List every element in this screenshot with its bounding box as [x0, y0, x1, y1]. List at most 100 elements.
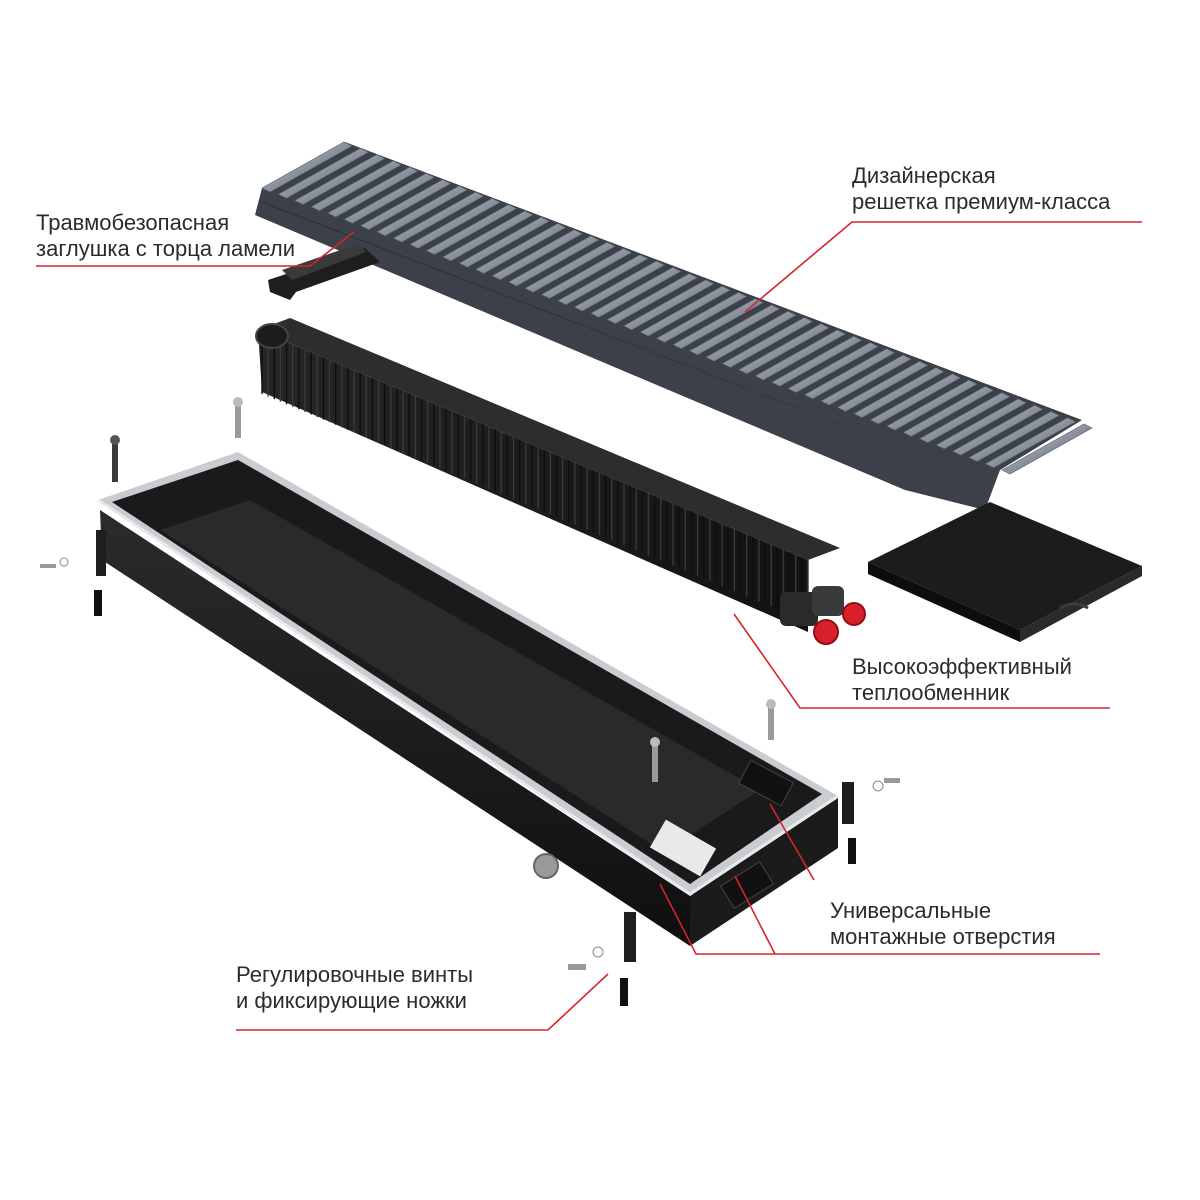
grille-slat	[836, 360, 929, 412]
grille-slat	[277, 147, 370, 199]
callout-screws: Регулировочные винты и фиксирующие ножки	[236, 962, 473, 1014]
grille-slat	[491, 229, 583, 281]
grille-slat	[458, 216, 550, 268]
callout-end-cap-line2: заглушка с торца ламели	[36, 236, 295, 261]
valve-connectors	[780, 586, 866, 645]
callout-grille-line2: решетка премиум-класса	[852, 189, 1111, 214]
grille-slat	[853, 367, 945, 418]
grille-slat	[771, 335, 863, 387]
grille-slat	[409, 198, 501, 249]
red-valve-cap-icon	[842, 602, 866, 626]
callout-heat-exchanger-line1: Высокоэффективный	[852, 654, 1072, 679]
grille-slat	[919, 392, 1011, 444]
screw-icon	[766, 699, 776, 740]
grille-slat	[294, 154, 386, 205]
leader-lines	[36, 221, 1142, 1031]
fixing-foot-icon	[568, 912, 636, 1006]
grille-slat	[360, 179, 452, 230]
grille-slat	[623, 279, 715, 331]
grille-slat	[524, 241, 616, 293]
leader-line-mounting-holes-branch	[734, 875, 776, 955]
grille-slat	[968, 411, 1060, 462]
callout-grille: Дизайнерская решетка премиум-класса	[852, 163, 1110, 215]
adjusting-screws-and-feet	[40, 397, 900, 1006]
leader-line-mounting-holes-branch	[769, 803, 815, 881]
grille-slat	[820, 354, 912, 406]
screw-icon	[110, 435, 120, 482]
leader-line-screws	[236, 973, 609, 1031]
grille-slat	[540, 248, 633, 299]
callout-mounting-holes-line1: Универсальные	[830, 898, 992, 923]
grille-slat	[1001, 423, 1093, 475]
callout-end-cap: Травмобезопасная заглушка с торца ламели	[36, 210, 295, 262]
slat-end-cap	[268, 244, 380, 300]
heat-exchanger-fins	[261, 332, 809, 622]
callout-heat-exchanger-line2: теплообменник	[852, 680, 1010, 705]
leader-line-mounting-holes	[659, 883, 1100, 955]
grille-slat	[590, 266, 682, 318]
cover-plate	[868, 502, 1142, 642]
grille-slat	[573, 260, 666, 312]
housing-front-wall	[100, 510, 690, 946]
leader-line-end-cap	[36, 231, 355, 267]
grille-slat	[261, 141, 353, 193]
grille-slats	[261, 141, 1093, 475]
grille-slat	[721, 317, 814, 368]
housing-frame-highlight	[97, 498, 691, 896]
grille-slat	[804, 348, 896, 400]
grille-slat	[508, 235, 600, 287]
grille-slat	[376, 185, 468, 237]
heat-exchanger-body	[258, 330, 808, 632]
premium-grille	[255, 141, 1093, 510]
grille-slat	[606, 273, 698, 324]
leader-line-grille	[744, 221, 1142, 313]
callout-screws-line1: Регулировочные винты	[236, 962, 474, 987]
heat-exchanger	[255, 318, 866, 645]
grille-slat	[327, 166, 419, 218]
grille-slat	[425, 204, 518, 256]
grille-slat	[738, 323, 830, 375]
grille-slat	[952, 404, 1044, 456]
grille-slat	[310, 160, 402, 212]
grille-slat	[656, 292, 748, 343]
fixing-foot-icon	[842, 778, 900, 864]
mounting-hole-knockout	[738, 759, 794, 807]
grille-slat	[672, 298, 764, 350]
grille-slat	[343, 172, 435, 224]
callout-mounting-holes: Универсальные монтажные отверстия	[830, 898, 1056, 950]
grille-slat	[442, 210, 534, 262]
screw-icon	[650, 737, 660, 782]
callout-grille-line1: Дизайнерская	[852, 163, 996, 188]
grille-slat	[984, 417, 1077, 469]
grille-slat	[935, 398, 1027, 450]
housing-label-sticker	[649, 819, 717, 877]
housing-frame-highlight	[689, 794, 839, 896]
callout-screws-line2: и фиксирующие ножки	[236, 988, 467, 1013]
callout-heat-exchanger: Высокоэффективный теплообменник	[852, 654, 1072, 706]
heat-exchanger-end-pipe	[255, 323, 289, 349]
heat-exchanger-top	[258, 318, 840, 560]
grille-slat	[705, 310, 797, 362]
callout-mounting-holes-line2: монтажные отверстия	[830, 924, 1056, 949]
grommet-icon	[533, 853, 559, 879]
red-valve-cap-icon	[813, 619, 839, 645]
grille-slat	[688, 304, 781, 356]
screw-icon	[233, 397, 243, 438]
fixing-foot-icon	[40, 530, 106, 616]
leader-line-heat-exchanger	[733, 613, 1110, 709]
callout-end-cap-line1: Травмобезопасная	[36, 210, 230, 235]
grille-slat	[869, 373, 962, 425]
grille-slat	[639, 285, 731, 337]
grille-slat	[902, 386, 994, 437]
mounting-hole-knockout	[719, 861, 775, 909]
grille-slat	[886, 379, 978, 431]
grille-frame-edge	[258, 200, 1000, 486]
grille-slat	[392, 191, 485, 243]
housing-floor	[160, 500, 760, 852]
grille-slat	[787, 342, 879, 393]
convector-housing	[97, 452, 839, 946]
grille-slat	[754, 329, 846, 381]
grille-slat	[557, 254, 649, 306]
grille-slat	[475, 223, 567, 274]
